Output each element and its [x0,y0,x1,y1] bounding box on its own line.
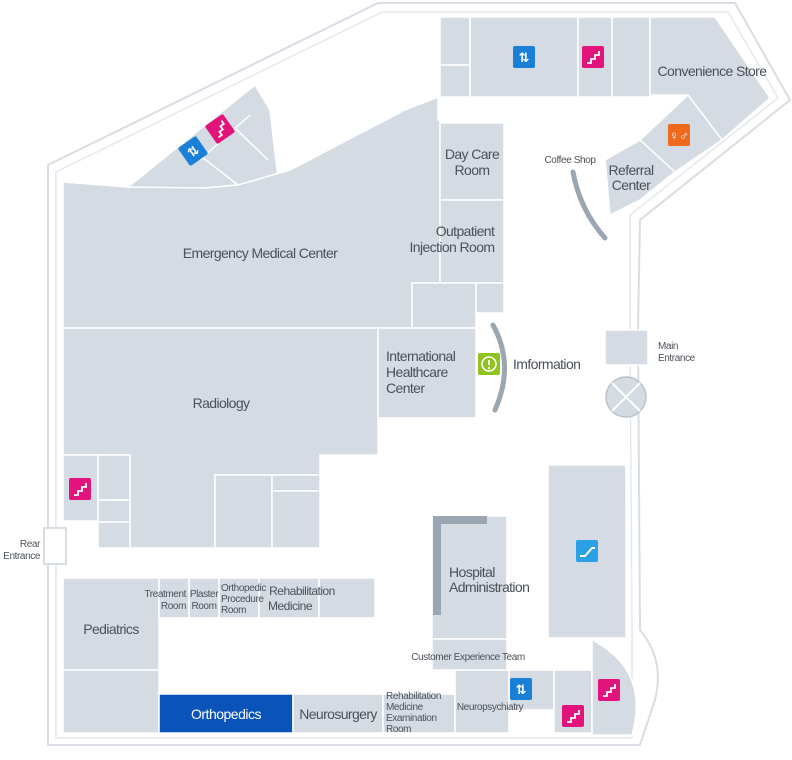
label-pediatrics: Pediatrics [83,621,139,637]
room-small-r3 [97,521,131,549]
room-pediatrics [62,577,160,671]
room-small-r4 [214,474,273,549]
escalator-icon[interactable] [576,540,598,562]
room-top-small-2 [439,64,471,98]
room-neuropsychiatry [454,669,510,734]
room-small-r5 [271,474,321,492]
label-hospital-admin-2: Administration [449,579,529,595]
stairs-icon[interactable] [582,46,604,68]
label-ortho-proc-2: Procedure [221,594,264,605]
label-referral-2: Center [612,177,651,193]
label-ortho-proc-3: Room [221,605,246,616]
coffee-shop-counter [570,169,608,241]
label-main-entrance-1: Main [658,341,678,352]
label-international-1: International [386,348,456,364]
room-hospital-administration [431,515,508,640]
elevator-icon[interactable]: ⇅ [178,136,209,167]
label-main-entrance-2: Entrance [658,353,696,364]
label-ortho-proc-1: Orthopedic [221,583,266,594]
label-outpatient-2: Injection Room [410,239,495,255]
label-information: Imformation [513,356,580,372]
label-day-care-1: Day Care [445,146,500,162]
room-rehab-extra [318,577,376,619]
label-rear-entrance-2: Entrance [3,551,41,562]
svg-text:⇅: ⇅ [519,50,530,65]
room-utility-2 [475,282,505,314]
info-icon[interactable] [478,353,500,375]
room-utility-1 [411,282,477,329]
restroom-icon[interactable]: ♀♂ [668,124,690,146]
main-entrance-vestibule [604,329,649,366]
label-referral-1: Referral [609,162,654,178]
svg-text:♀♂: ♀♂ [669,128,689,143]
svg-text:⇅: ⇅ [516,682,527,697]
label-coffee: Coffee Shop [544,155,596,166]
room-orthopedics[interactable] [158,693,294,734]
stairs-icon[interactable] [562,705,584,727]
rear-entrance-door[interactable] [43,527,67,565]
label-emergency: Emergency Medical Center [183,245,338,261]
stairs-icon[interactable] [69,478,91,500]
elevator-icon[interactable]: ⇅ [510,678,532,700]
room-small-r1 [97,454,131,501]
elevator-icon[interactable]: ⇅ [513,46,535,68]
label-plaster-2: Room [191,601,216,612]
room-top-small-1 [439,16,471,66]
room-small-r6 [271,490,321,549]
information-desk [490,322,507,413]
label-orthopedics[interactable]: Orthopedics [191,706,262,722]
label-treatment-2: Room [161,601,186,612]
label-convenience: Convenience Store [658,63,768,79]
label-rehab-med-2: Medicine [268,599,313,613]
room-international-healthcare [377,327,477,419]
stairs-icon[interactable] [598,679,620,701]
label-rehab-exam-3: Examination [386,713,437,724]
label-treatment-1: Treatment [144,589,186,600]
label-customer-exp: Customer Experience Team [411,652,525,663]
label-rehab-exam-1: Rehabilitation [386,691,441,702]
admin-wall [433,516,487,615]
label-international-2: Healthcare [386,364,449,380]
stairs-icon[interactable] [205,114,236,145]
label-rehab-exam-4: Room [386,724,411,735]
label-outpatient-1: Outpatient [436,223,495,239]
room-outpatient-injection [439,199,505,284]
label-hospital-admin-1: Hospital [449,564,495,580]
label-neurosurgery: Neurosurgery [299,706,377,722]
label-radiology: Radiology [193,395,250,411]
label-international-3: Center [386,380,425,396]
room-rehab-exam [382,693,456,734]
room-orthopedic-procedure [218,577,260,619]
label-day-care-2: Room [455,162,490,178]
label-plaster-1: Plaster [190,589,219,600]
label-rehab-med-1: Rehabilitation [269,584,335,598]
room-customer-experience [431,638,508,671]
room-top-right-1 [611,16,651,98]
room-neurosurgery [292,693,384,734]
room-pediatrics-lower [62,669,160,734]
label-rear-entrance-1: Rear [20,539,41,550]
room-treatment [158,577,190,619]
room-small-r2 [97,499,131,523]
label-rehab-exam-2: Medicine [386,702,424,713]
label-neuropsychiatry: Neuropsychiatry [457,702,524,713]
room-day-care [439,122,505,201]
room-referral-center [604,139,677,217]
